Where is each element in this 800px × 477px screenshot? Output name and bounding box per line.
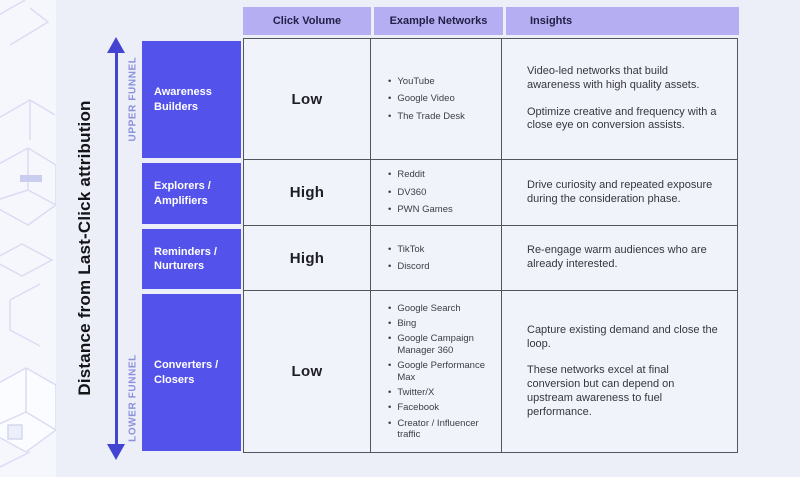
network-item: •PWN Games (388, 204, 453, 216)
cell-example-networks: •Google Search •Bing •Google Campaign Ma… (371, 291, 502, 452)
bullet-icon: • (388, 317, 392, 329)
network-item: •TikTok (388, 243, 425, 255)
cell-click-volume: High (244, 160, 371, 226)
cell-insights: Video-led networks that build awareness … (502, 39, 737, 160)
bullet-icon: • (388, 360, 392, 372)
decorative-pattern (0, 0, 56, 477)
cell-example-networks: •TikTok •Discord (371, 226, 502, 291)
network-item: •Facebook (388, 402, 440, 414)
column-header-insights: Insights (506, 7, 739, 35)
bullet-icon: • (388, 75, 392, 87)
insight-paragraph: Drive curiosity and repeated exposure du… (527, 178, 713, 205)
network-item: •Google Video (388, 93, 455, 105)
insight-paragraph: Video-led networks that build awareness … (527, 65, 700, 91)
axis-title: Distance from Last-Click attribution (75, 100, 94, 396)
cell-insights: Re-engage warm audiences who are already… (502, 226, 737, 291)
cell-click-volume: High (244, 226, 371, 291)
bullet-icon: • (388, 402, 392, 414)
bullet-icon: • (388, 93, 392, 105)
column-header-click-volume: Click Volume (243, 7, 371, 35)
cell-insights: Drive curiosity and repeated exposure du… (502, 160, 737, 226)
row-label-converters-closers: Converters / Closers (142, 294, 241, 451)
cell-click-volume: Low (244, 291, 371, 452)
row-label-reminders-nurturers: Reminders / Nurturers (142, 229, 241, 289)
funnel-axis-arrow (115, 50, 118, 446)
row-label-explorers-amplifiers: Explorers / Amplifiers (142, 163, 241, 224)
bullet-icon: • (388, 110, 392, 122)
network-item: •Twitter/X (388, 386, 435, 398)
column-header-example-networks: Example Networks (374, 7, 503, 35)
network-item: •Reddit (388, 169, 425, 181)
row-label-awareness-builders: Awareness Builders (142, 41, 241, 158)
network-item: •Bing (388, 317, 417, 329)
bullet-icon: • (388, 186, 392, 198)
insight-paragraph: Capture existing demand and close the lo… (527, 323, 718, 350)
bullet-icon: • (388, 302, 392, 314)
cell-example-networks: •Reddit •DV360 •PWN Games (371, 160, 502, 226)
network-item: •Google Campaign Manager 360 (388, 333, 474, 356)
insight-paragraph: Optimize creative and frequency with a c… (527, 105, 717, 132)
network-item: •Google Search (388, 302, 461, 314)
lower-funnel-label: LOWER FUNNEL (127, 354, 139, 442)
bullet-icon: • (388, 386, 392, 398)
bullet-icon: • (388, 333, 392, 345)
bullet-icon: • (388, 169, 392, 181)
arrow-down-icon (107, 444, 125, 460)
network-item: •Google Performance Max (388, 360, 485, 383)
upper-funnel-label: UPPER FUNNEL (127, 56, 139, 142)
cell-example-networks: •YouTube •Google Video •The Trade Desk (371, 39, 502, 160)
network-item: •YouTube (388, 75, 435, 87)
bullet-icon: • (388, 261, 392, 272)
network-item: •The Trade Desk (388, 110, 465, 122)
arrow-up-icon (107, 37, 125, 53)
cell-click-volume: Low (244, 39, 371, 160)
insight-paragraph: These networks excel at final conversion… (527, 364, 675, 418)
cell-insights: Capture existing demand and close the lo… (502, 291, 737, 452)
insight-paragraph: Re-engage warm audiences who are already… (527, 244, 707, 270)
bullet-icon: • (388, 204, 392, 216)
bullet-icon: • (388, 243, 392, 255)
network-item: •Creator / Influencer traffic (388, 417, 479, 441)
bullet-icon: • (388, 417, 392, 429)
network-item: •DV360 (388, 186, 427, 198)
network-item: •Discord (388, 261, 430, 272)
funnel-table: Low •YouTube •Google Video •The Trade De… (243, 38, 738, 453)
